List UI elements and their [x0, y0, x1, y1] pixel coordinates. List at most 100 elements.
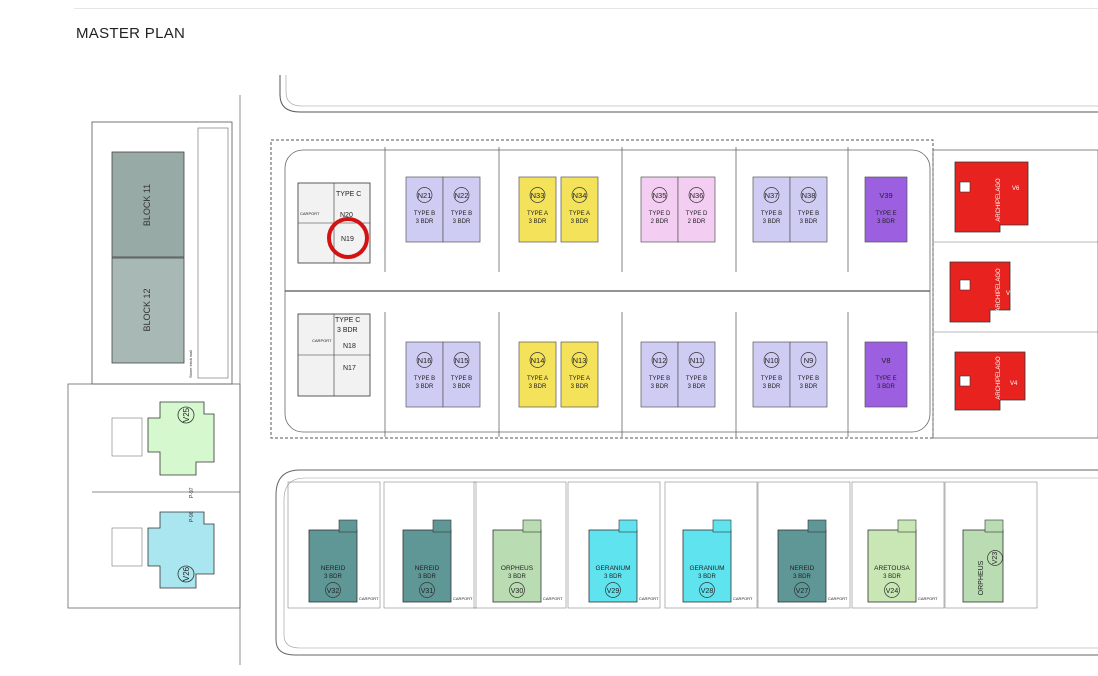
unit-n12	[640, 341, 679, 408]
unit-n16-bdr: 3 BDR	[416, 384, 434, 390]
unit-n38	[789, 176, 828, 243]
unit-n21-bdr: 3 BDR	[416, 219, 434, 225]
unit-n16	[405, 341, 444, 408]
unit-n36-type: TYPE D	[686, 211, 708, 217]
unit-n16-type: TYPE B	[414, 376, 435, 382]
unit-n37	[752, 176, 791, 243]
unit-n21-badge	[416, 187, 433, 203]
east-parcel	[932, 149, 1098, 439]
unit-n12-badge	[651, 352, 668, 368]
unit-n15-badge	[453, 352, 470, 368]
unit-v39-bdr: 3 BDR	[877, 219, 895, 225]
villa-v28-name: GERANIUM	[689, 565, 724, 572]
villa-v32-bdr: 3 BDR	[324, 574, 342, 580]
unit-n12-type: TYPE B	[649, 376, 670, 382]
unit-n33-bdr: 3 BDR	[529, 219, 547, 225]
unit-v8-type: TYPE E	[875, 376, 896, 382]
block-12-label: BLOCK 12	[142, 288, 152, 331]
type-c-upper-type: TYPE C	[336, 191, 361, 198]
unit-v39-id: V39	[879, 191, 892, 200]
unit-n15-bdr: 3 BDR	[453, 384, 471, 390]
villa-v32-carport: CARPORT	[359, 596, 379, 601]
unit-n11	[677, 341, 716, 408]
n17-id: N17	[343, 365, 356, 372]
villa-v29-id: V29	[607, 588, 620, 595]
unit-n21	[405, 176, 444, 243]
villa-v29-bdr: 3 BDR	[604, 574, 622, 580]
villa-v24-bdr: 3 BDR	[883, 574, 901, 580]
unit-n9	[789, 341, 828, 408]
villa-v29-carport: CARPORT	[639, 596, 659, 601]
unit-n16-badge	[416, 352, 433, 368]
unit-n12-id: N12	[653, 356, 667, 365]
unit-n11-badge	[688, 352, 705, 368]
villa-v6	[954, 161, 1029, 233]
villa-v28	[682, 529, 732, 603]
unit-n14-bdr: 3 BDR	[529, 384, 547, 390]
west-villas-parcel	[67, 383, 241, 609]
path-label-b: P-96	[189, 511, 195, 522]
unit-n10-bdr: 3 BDR	[763, 384, 781, 390]
unit-n13-type: TYPE A	[569, 376, 590, 382]
unit-v39-type: TYPE E	[875, 211, 896, 217]
villa-v27	[777, 529, 827, 603]
villa-v28-wing	[712, 519, 732, 533]
unit-n12-bdr: 3 BDR	[651, 384, 669, 390]
villa-v23-wing	[984, 519, 1004, 533]
unit-n13	[560, 341, 599, 408]
block-11	[111, 151, 185, 258]
unit-n38-type: TYPE B	[798, 211, 819, 217]
unit-n11-bdr: 3 BDR	[688, 384, 706, 390]
unit-n33-type: TYPE A	[527, 211, 548, 217]
unit-n35	[640, 176, 679, 243]
road-outline-north	[279, 75, 1098, 113]
villa-v29-name: GERANIUM	[595, 565, 630, 572]
villa-v24-name: ARETOUSA	[874, 565, 910, 572]
villa-v31-name: NEREID	[415, 565, 440, 572]
selected-unit-marker[interactable]	[327, 217, 369, 259]
unit-n10-type: TYPE B	[761, 376, 782, 382]
unit-n15	[442, 341, 481, 408]
villa-v27-carport: CARPORT	[828, 596, 848, 601]
villa-v30-bdr: 3 BDR	[508, 574, 526, 580]
v25-id: V25	[182, 407, 191, 422]
unit-n37-bdr: 3 BDR	[763, 219, 781, 225]
villa-v31-bdr: 3 BDR	[418, 574, 436, 580]
villa-v31-wing	[432, 519, 452, 533]
villa-v32-badge	[325, 582, 341, 598]
unit-n37-type: TYPE B	[761, 211, 782, 217]
villa-v24-id: V24	[886, 588, 899, 595]
south-lot-7	[944, 481, 1038, 609]
unit-n35-type: TYPE D	[649, 211, 671, 217]
villa-v32-wing	[338, 519, 358, 533]
unit-n33-id: N33	[531, 191, 545, 200]
block-11-label: BLOCK 11	[142, 184, 152, 226]
road-outline-south	[275, 469, 1098, 656]
unit-n38-id: N38	[802, 191, 816, 200]
villa-v29-wing	[618, 519, 638, 533]
unit-n22	[442, 176, 481, 243]
unit-n35-badge	[651, 187, 668, 203]
unit-v8-bdr: 3 BDR	[877, 384, 895, 390]
page-title: MASTER PLAN	[76, 25, 186, 42]
stone-wall-label: Stone brick wall	[188, 350, 193, 378]
villa-v24	[867, 529, 917, 603]
unit-n22-id: N22	[455, 191, 469, 200]
unit-n22-badge	[453, 187, 470, 203]
v26-id: V26	[182, 566, 191, 581]
unit-n37-badge	[763, 187, 780, 203]
unit-n13-bdr: 3 BDR	[571, 384, 589, 390]
unit-n15-id: N15	[455, 356, 469, 365]
block-parking-strip	[197, 127, 229, 379]
unit-n10-id: N10	[765, 356, 779, 365]
top-divider	[74, 8, 1098, 9]
villa-v24-carport: CARPORT	[918, 596, 938, 601]
unit-n9-badge	[800, 352, 817, 368]
unit-n9-id: N9	[804, 356, 814, 365]
villa-v27-wing	[807, 519, 827, 533]
villa-v28-carport: CARPORT	[733, 596, 753, 601]
south-lot-5	[757, 481, 851, 609]
villa-v27-name: NEREID	[790, 565, 815, 572]
